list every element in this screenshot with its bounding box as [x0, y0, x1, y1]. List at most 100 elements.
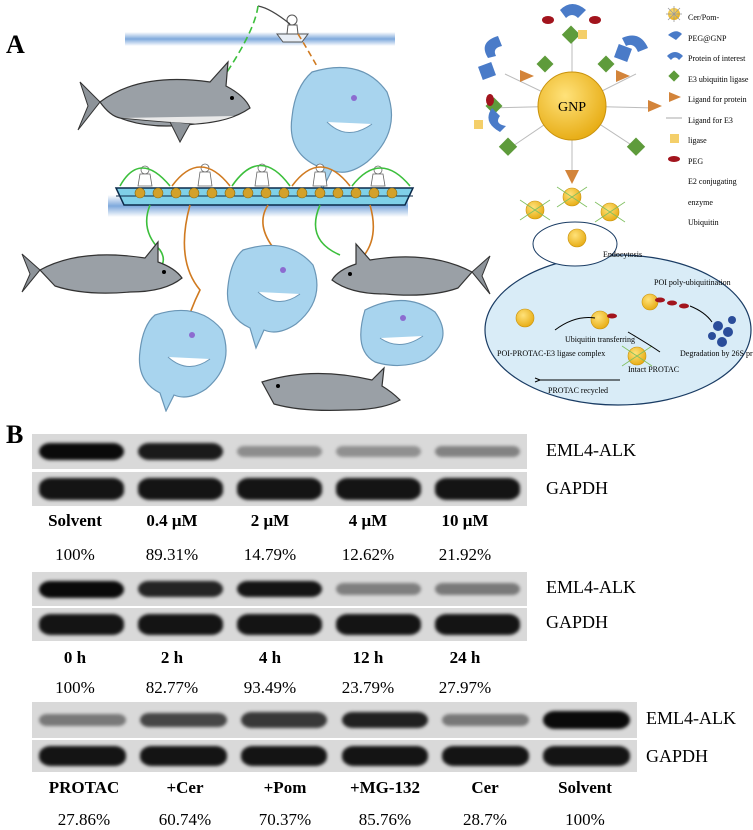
eml4-alk-band	[236, 446, 323, 457]
gapdh-band	[240, 746, 328, 766]
blot-1-condition: 2 μM	[250, 511, 290, 530]
blot-2-bottom-label: GAPDH	[546, 612, 609, 632]
blot-2-condition: 24 h	[449, 648, 481, 667]
blot-3-condition: Solvent	[558, 778, 612, 797]
panel-b-letter: B	[6, 420, 24, 449]
blot-3-condition: +Pom	[263, 778, 307, 797]
blot-1-percentage: 100%	[55, 545, 95, 564]
blot-3-top-label: EML4-ALK	[646, 708, 736, 728]
legend-icons	[666, 6, 683, 162]
blot-3-bottom-label: GAPDH	[646, 746, 709, 766]
blot-2-top-label: EML4-ALK	[546, 577, 636, 597]
ligand-e3-icon	[669, 92, 681, 102]
legend-label: Ligand for E3 ligase	[688, 115, 733, 146]
blot-2-condition: 4 h	[258, 648, 282, 667]
legend-label: Protein of interest	[688, 54, 746, 63]
label-poly-ubiquitination: POI poly-ubiquitination	[654, 278, 731, 287]
gapdh-band	[335, 478, 422, 500]
nanoparticle-carrier	[114, 163, 415, 206]
label-protac-recycled: PROTAC recycled	[548, 386, 608, 395]
gapdh-band	[434, 614, 521, 635]
blot-2-percentage: 23.79%	[341, 678, 395, 697]
blot-2-condition: 0 h	[63, 648, 87, 667]
water-surface-top	[125, 32, 395, 46]
gapdh-band	[442, 746, 530, 766]
legend-label: Ubiquitin	[688, 218, 719, 227]
blot-1-percentage: 21.92%	[438, 545, 492, 564]
eml4-alk-band	[434, 445, 521, 458]
blot-2-percentage: 82.77%	[145, 678, 199, 697]
eml4-alk-band	[543, 711, 630, 729]
blot-2-condition: 12 h	[352, 648, 384, 667]
eml4-alk-band	[139, 712, 227, 728]
eml4-alk-band	[240, 712, 328, 728]
label-degradation: Degradation by 26S proteasome	[680, 349, 753, 358]
gapdh-band	[38, 614, 125, 635]
blot-1-top-label: EML4-ALK	[546, 440, 636, 460]
poi-icon	[668, 31, 682, 40]
eml4-alk-band	[341, 711, 429, 729]
gnp-label: GNP	[558, 100, 586, 115]
panel-b: B EML4-ALK GAPDH Solvent 0.4 μM 2 μM 4 μ…	[0, 412, 753, 830]
blot-1-eml4-alk	[32, 434, 527, 469]
blue-shark-icon	[226, 244, 318, 350]
e3-ligase-icon	[667, 52, 683, 60]
eml4-alk-band	[38, 442, 125, 461]
blot-2-gapdh	[32, 608, 527, 641]
eml4-alk-band	[39, 713, 126, 727]
fishing-line-orange	[297, 33, 319, 69]
blot-2-percentage: 27.97%	[438, 678, 492, 697]
label-complex: POI-PROTAC-E3 ligase complex	[497, 349, 605, 358]
blot-3-condition: +MG-132	[349, 778, 421, 797]
blot-3-percentage: 100%	[565, 810, 605, 829]
blot-1-gapdh	[32, 472, 527, 506]
gapdh-band	[137, 614, 224, 635]
panel-a: A	[0, 0, 753, 412]
eml4-alk-band	[335, 446, 422, 457]
blot-1-percentage: 12.62%	[341, 545, 395, 564]
eml4-alk-band	[137, 581, 224, 597]
blot-1-bottom-label: GAPDH	[546, 478, 609, 498]
blot-2-eml4-alk	[32, 572, 527, 606]
blue-shark-icon	[360, 299, 444, 367]
gnp-icon	[666, 6, 682, 22]
grey-shark-icon	[261, 366, 401, 411]
gapdh-band	[236, 614, 323, 635]
blot-3-percentage: 28.7%	[463, 810, 507, 829]
eml4-alk-band	[335, 583, 422, 595]
blot-1-condition: 10 μM	[441, 511, 489, 530]
cell-diagram: Endocytosis POI poly-ubiquitination Degr…	[484, 186, 753, 406]
blot-1-condition: 0.4 μM	[146, 511, 198, 530]
gapdh-band	[137, 478, 224, 500]
blot-3-condition: +Cer	[166, 778, 204, 797]
label-endocytosis: Endocytosis	[603, 250, 642, 259]
gapdh-band	[38, 478, 125, 500]
e2-enzyme-icon	[670, 134, 679, 143]
blot-3-percentage: 27.86%	[57, 810, 111, 829]
proteasome-icon	[708, 316, 736, 347]
legend: Cer/Pom-PEG@GNP Protein of interest E3 u…	[688, 8, 753, 234]
gapdh-band	[335, 614, 422, 635]
blot-2-condition: 2 h	[160, 648, 184, 667]
gapdh-band	[341, 746, 429, 766]
legend-label: E2 conjugating enzyme	[688, 177, 737, 207]
gapdh-band	[543, 746, 630, 766]
grey-shark-icon	[77, 60, 251, 144]
blot-3-gapdh	[32, 740, 637, 772]
gapdh-band	[39, 746, 126, 766]
blot-2-percentage: 100%	[55, 678, 95, 697]
panel-a-illustration: GNP	[21, 4, 753, 412]
blot-3-percentage: 70.37%	[258, 810, 312, 829]
eml4-alk-band	[137, 443, 224, 460]
label-ubiquitin-transferring: Ubiquitin transferring	[565, 335, 635, 344]
legend-label: Ligand for protein	[688, 95, 747, 104]
eml4-alk-band	[236, 580, 323, 598]
blue-shark-icon	[138, 309, 227, 412]
blue-shark-icon	[290, 66, 393, 192]
gapdh-band	[434, 478, 521, 500]
legend-label: Cer/Pom-PEG@GNP	[688, 13, 727, 43]
blot-3-percentage: 60.74%	[158, 810, 212, 829]
eml4-alk-band	[434, 583, 521, 595]
blot-3-percentage: 85.76%	[358, 810, 412, 829]
